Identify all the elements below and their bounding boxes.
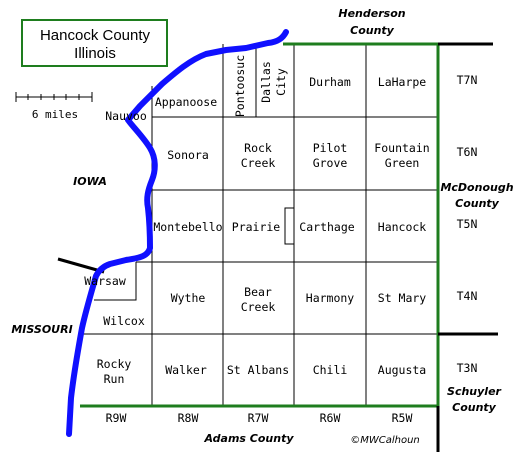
township-harmony: Harmony [306,291,355,305]
tier-label-t6n: T6N [457,145,478,159]
range-label-r9w: R9W [106,411,127,425]
range-label-r7w: R7W [248,411,269,425]
township-augusta: Augusta [378,363,426,377]
township-bear-creek-1: Bear [244,285,272,299]
range-label-r8w: R8W [178,411,199,425]
tier-label-t4n: T4N [457,289,478,303]
scale-label: 6 miles [32,108,78,121]
township-pilot-grove-1: Pilot [313,141,348,155]
township-prairie: Prairie [232,220,281,234]
township-wilcox: Wilcox [103,314,145,328]
tier-label-t3n: T3N [457,361,478,375]
adams-county-label: Adams County [203,432,294,445]
township-rock-creek-2: Creek [241,156,276,170]
township-rocky-run-2: Run [104,372,125,386]
title-line-1: Hancock County [40,27,151,44]
county-boundary [80,42,440,408]
scale-bar: 6 miles [15,92,93,121]
township-bear-creek-2: Creek [241,300,276,314]
mcdonough-label-1: McDonough [440,181,513,194]
iowa-label: IOWA [73,175,107,188]
township-fountain-green-1: Fountain [374,141,429,155]
henderson-label-1: Henderson [338,7,405,20]
range-label-r6w: R6W [320,411,341,425]
township-walker: Walker [165,363,207,377]
township-rock-creek-1: Rock [244,141,272,155]
mcdonough-label-2: County [455,197,500,210]
township-nauvoo: Nauvoo [105,109,147,123]
adjacent-county-lines [57,42,498,452]
township-rocky-run-1: Rocky [97,357,132,371]
township-appanoose: Appanoose [155,95,217,109]
tier-label-t7n: T7N [457,73,478,87]
township-st-mary: St Mary [378,291,427,305]
township-durham: Durham [309,75,351,89]
schuyler-label-2: County [452,401,497,414]
township-laharpe: LaHarpe [378,75,427,89]
township-chili: Chili [313,363,348,377]
township-carthage: Carthage [299,220,354,234]
henderson-label-2: County [350,24,395,37]
range-label-r5w: R5W [392,411,413,425]
township-warsaw: Warsaw [84,274,126,288]
township-pilot-grove-2: Grove [313,156,348,170]
schuyler-label-1: Schuyler [447,385,502,398]
township-fountain-green-2: Green [385,156,420,170]
title-line-2: Illinois [74,45,116,62]
township-montebello: Montebello [153,220,222,234]
township-hancock: Hancock [378,220,427,234]
tier-label-t5n: T5N [457,217,478,231]
township-st-albans: St Albans [227,363,289,377]
township-dallas-city-1: Dallas [259,61,273,103]
township-sonora: Sonora [167,148,209,162]
title-box: Hancock County Illinois [21,19,168,67]
township-pontoosuc: Pontoosuc [233,55,247,117]
mississippi-river [66,29,289,437]
township-wythe: Wythe [171,291,206,305]
township-dallas-city-2: City [274,68,288,96]
credit-label: ©MWCalhoun [350,435,420,446]
missouri-label: MISSOURI [11,323,72,336]
